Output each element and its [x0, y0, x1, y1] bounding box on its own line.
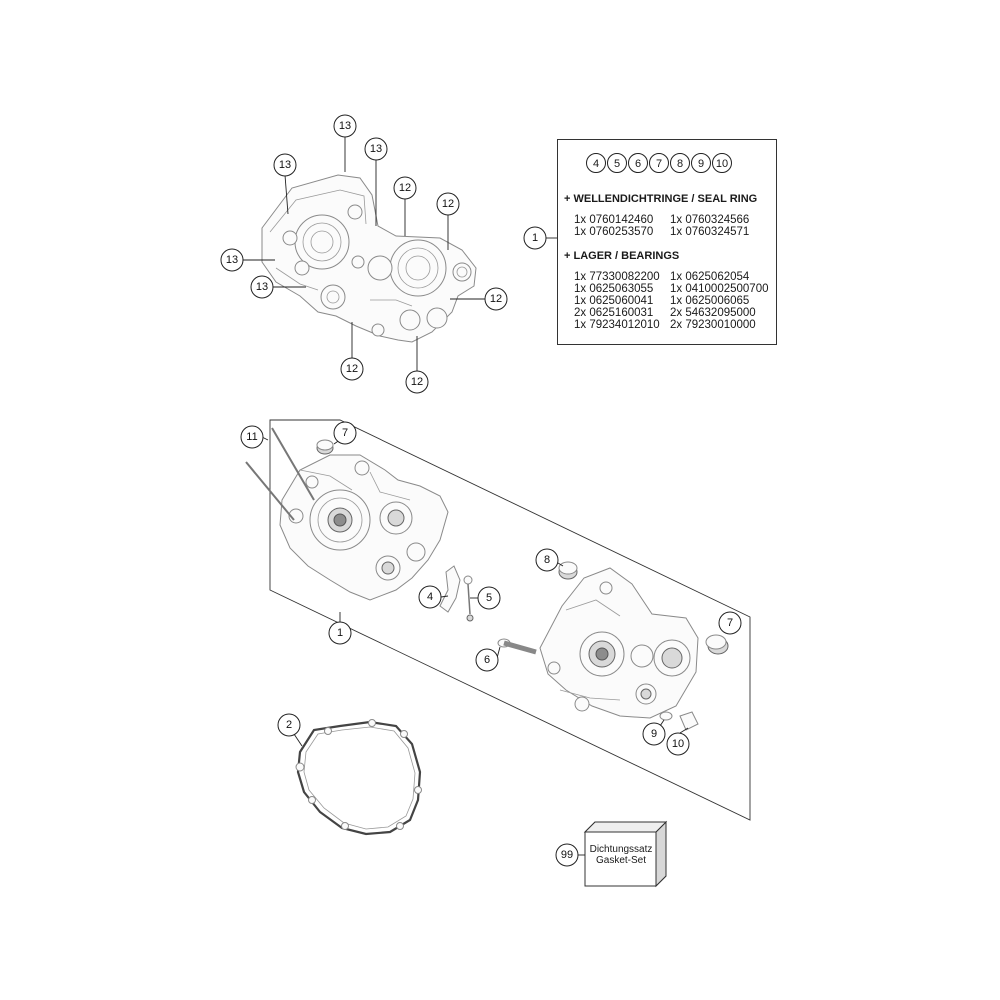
callout-7-upper-label: 7 — [342, 427, 348, 439]
stud-pair — [245, 427, 315, 521]
callout-99-label: 99 — [561, 849, 573, 861]
kit-number: 4 — [586, 153, 606, 173]
callout-1-main-label: 1 — [337, 627, 343, 639]
kit-number: 9 — [691, 153, 711, 173]
kit-number: 10 — [712, 153, 732, 173]
gasket-set-box — [583, 820, 668, 888]
callout-12a-label: 12 — [399, 182, 411, 194]
seal-ring-item: 1x 0760253570 — [574, 226, 654, 238]
bearing-item: 2x 54632095000 — [670, 307, 756, 319]
seal-ring-item: 1x 0760142460 — [574, 214, 654, 226]
callout-12d: 12 — [340, 322, 364, 381]
seal-ring-list: 1x 0760142460 1x 0760324566 1x 076025357… — [574, 214, 780, 238]
callout-99: 99 — [555, 843, 585, 867]
callout-4-label: 4 — [427, 591, 433, 603]
callout-9: 9 — [642, 719, 666, 746]
callout-13e: 13 — [250, 275, 306, 299]
gasket-set-line-2: Gasket-Set — [595, 855, 647, 866]
bearing-8 — [558, 561, 578, 580]
callout-12b-label: 12 — [442, 198, 454, 210]
seal-ring-item: 1x 0760324571 — [670, 226, 750, 238]
crankcase-top-view — [261, 174, 477, 343]
callout-13a-label: 13 — [339, 120, 351, 132]
callout-12d-label: 12 — [346, 363, 358, 375]
callout-1-kit-label: 1 — [532, 232, 538, 244]
bearing-item: 1x 0625063055 — [574, 283, 654, 295]
callout-13c-label: 13 — [370, 143, 382, 155]
bearings-heading: + LAGER / BEARINGS — [564, 250, 680, 262]
callout-12b: 12 — [436, 192, 460, 250]
callout-1-main: 1 — [328, 612, 352, 645]
bearing-item: 2x 0625160031 — [574, 307, 654, 319]
kit-item-numbers: 4 5 6 7 8 9 10 — [586, 153, 732, 173]
callout-5: 5 — [470, 586, 501, 610]
callout-13e-label: 13 — [256, 281, 268, 293]
callout-10: 10 — [666, 727, 690, 756]
assembly-outline — [269, 419, 751, 821]
bearing-item: 1x 0625062054 — [670, 271, 750, 283]
callout-7-upper: 7 — [333, 421, 357, 445]
bearing-item: 1x 0625006065 — [670, 295, 750, 307]
callout-11: 11 — [240, 425, 269, 449]
callout-12e: 12 — [405, 336, 429, 394]
callout-8-label: 8 — [544, 554, 550, 566]
dowel-pin-6 — [497, 638, 537, 655]
callout-13d: 13 — [220, 248, 275, 272]
callout-13b-label: 13 — [279, 159, 291, 171]
callout-13b: 13 — [273, 153, 297, 215]
plug-and-washer — [659, 711, 699, 731]
bracket-and-screw — [439, 565, 474, 622]
seal-ring-right — [705, 634, 729, 655]
callout-12c-label: 12 — [490, 293, 502, 305]
callout-12a: 12 — [393, 176, 417, 236]
clutch-cover-gasket — [295, 719, 422, 836]
bearing-item: 1x 0625060041 — [574, 295, 654, 307]
callout-13d-label: 13 — [226, 254, 238, 266]
gasket-set-line-1: Dichtungssatz — [589, 844, 653, 855]
callout-13c: 13 — [364, 137, 388, 226]
callout-4: 4 — [418, 585, 449, 609]
callout-10-label: 10 — [672, 738, 684, 750]
bearings-list: 1x 77330082200 1x 0625062054 1x 06250630… — [574, 271, 780, 331]
bearing-item: 1x 0410002500700 — [670, 283, 769, 295]
callout-8: 8 — [535, 548, 564, 572]
seal-ring-heading: + WELLENDICHTRINGE / SEAL RING — [564, 193, 758, 205]
kit-number: 8 — [670, 153, 690, 173]
gasket-set-label: Dichtungssatz Gasket-Set — [586, 844, 656, 866]
callout-1-kit: 1 — [523, 226, 557, 250]
kit-number: 7 — [649, 153, 669, 173]
seal-ring-upper — [316, 439, 334, 455]
callout-13a: 13 — [333, 114, 357, 172]
callout-7-right: 7 — [718, 611, 742, 635]
bearing-item: 2x 79230010000 — [670, 319, 756, 331]
seal-and-bearing-kit-box: 4 5 6 7 8 9 10 + WELLENDICHTRINGE / SEAL… — [557, 139, 777, 345]
callout-9-label: 9 — [651, 728, 657, 740]
callout-6: 6 — [475, 646, 501, 672]
kit-number: 5 — [607, 153, 627, 173]
crankcase-right-half — [539, 567, 699, 719]
seal-ring-item: 1x 0760324566 — [670, 214, 750, 226]
bearing-item: 1x 77330082200 — [574, 271, 660, 283]
callout-12c: 12 — [450, 287, 508, 311]
callout-7-right-label: 7 — [727, 617, 733, 629]
callout-2-label: 2 — [286, 719, 292, 731]
callout-2: 2 — [277, 713, 303, 747]
kit-number: 6 — [628, 153, 648, 173]
bearing-item: 1x 79234012010 — [574, 319, 660, 331]
crankcase-left-half — [279, 454, 449, 601]
callout-5-label: 5 — [486, 592, 492, 604]
callout-12e-label: 12 — [411, 376, 423, 388]
callout-6-label: 6 — [484, 654, 490, 666]
callout-11-label: 11 — [246, 431, 257, 443]
